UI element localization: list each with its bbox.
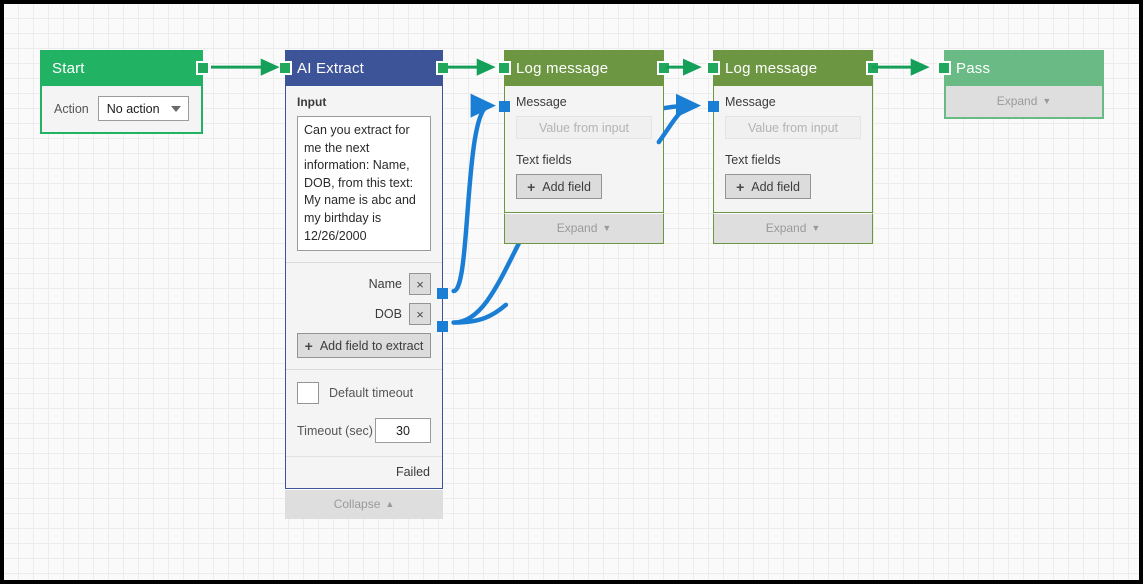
port-log1-out[interactable] — [657, 61, 671, 75]
node-log-message-1[interactable]: Log message Message Value from input Tex… — [497, 50, 671, 244]
log1-message-label: Message — [516, 95, 567, 109]
port-ai-extract-out-dob[interactable] — [437, 321, 448, 332]
node-start-title: Start — [52, 59, 85, 77]
ai-input-section: Input Can you extract for me the next in… — [286, 86, 442, 264]
ai-fields-section: Name × DOB × + Add field to extract — [286, 263, 442, 371]
log1-message-input[interactable]: Value from input — [516, 116, 652, 139]
node-pass-header: Pass — [944, 50, 1104, 86]
ai-field-row-name: Name × — [286, 269, 442, 299]
log2-expand-label: Expand — [765, 221, 807, 235]
node-log-message-2-body: Message Value from input Text fields + A… — [713, 86, 873, 213]
ai-input-label: Input — [297, 95, 327, 109]
plus-icon: + — [736, 178, 745, 195]
log2-text-fields-label: Text fields — [725, 153, 781, 167]
log2-message-label: Message — [725, 95, 776, 109]
port-ai-extract-in[interactable] — [278, 61, 292, 75]
chevron-down-icon: ▼ — [811, 223, 821, 233]
port-pass-in[interactable] — [937, 61, 951, 75]
node-ai-extract-header: AI Extract — [285, 50, 443, 86]
node-ai-extract-title: AI Extract — [297, 59, 365, 77]
node-ai-extract-body: Input Can you extract for me the next in… — [285, 86, 443, 490]
ai-input-textarea[interactable]: Can you extract for me the next informat… — [297, 116, 431, 252]
node-log-message-1-body: Message Value from input Text fields + A… — [504, 86, 664, 213]
ai-failed-output-row: Failed — [286, 456, 442, 488]
default-timeout-checkbox[interactable] — [297, 382, 319, 405]
port-ai-extract-out[interactable] — [436, 61, 450, 75]
add-field-to-extract-button[interactable]: + Add field to extract — [297, 333, 431, 359]
add-field-to-extract-label: Add field to extract — [319, 338, 424, 353]
node-start[interactable]: Start Action No action — [40, 50, 210, 134]
node-ai-extract[interactable]: AI Extract Input Can you extract for me … — [278, 50, 450, 520]
port-start-out[interactable] — [196, 61, 210, 75]
port-ai-extract-out-name[interactable] — [437, 288, 448, 299]
pass-expand-button[interactable]: Expand ▼ — [946, 86, 1102, 117]
plus-icon: + — [304, 337, 313, 354]
node-start-header: Start — [40, 50, 203, 86]
ai-field-label-name: Name — [368, 277, 402, 292]
ai-extract-collapse-button[interactable]: Collapse ▲ — [285, 489, 443, 520]
ai-timeout-row: Timeout (sec) 30 — [286, 416, 442, 456]
log1-add-field-button[interactable]: + Add field — [516, 174, 602, 199]
ai-default-timeout-row: Default timeout — [286, 370, 442, 416]
ai-extract-collapse-label: Collapse — [333, 497, 381, 512]
chevron-down-icon: ▼ — [1042, 96, 1052, 106]
node-log-message-2-title: Log message — [725, 59, 818, 77]
log1-text-fields-label: Text fields — [516, 153, 572, 167]
chevron-down-icon: ▼ — [602, 223, 612, 233]
ai-add-field-wrap: + Add field to extract — [286, 329, 442, 371]
port-log2-out[interactable] — [866, 61, 880, 75]
log2-expand-button[interactable]: Expand ▼ — [713, 213, 873, 244]
node-log-message-2[interactable]: Log message Message Value from input Tex… — [706, 50, 880, 244]
port-log2-in[interactable] — [706, 61, 720, 75]
log2-add-field-label: Add field — [751, 179, 800, 194]
port-log2-in-message[interactable] — [708, 101, 719, 112]
start-action-label: Action — [54, 101, 89, 116]
node-pass-body: Expand ▼ — [944, 86, 1104, 119]
chevron-up-icon: ▲ — [385, 499, 395, 510]
node-log-message-1-title: Log message — [516, 59, 609, 77]
port-log1-in-message[interactable] — [499, 101, 510, 112]
node-pass-title: Pass — [956, 59, 991, 77]
timeout-label: Timeout (sec) — [297, 423, 373, 438]
chevron-down-icon — [171, 105, 181, 112]
port-log1-in[interactable] — [497, 61, 511, 75]
log1-expand-button[interactable]: Expand ▼ — [504, 213, 664, 244]
plus-icon: + — [527, 178, 536, 195]
start-action-select[interactable]: No action — [97, 96, 189, 121]
node-start-body: Action No action — [40, 86, 203, 134]
ai-field-row-dob: DOB × — [286, 299, 442, 329]
close-icon[interactable]: × — [409, 303, 431, 326]
log1-add-field-label: Add field — [542, 179, 591, 194]
ai-field-label-dob: DOB — [374, 307, 402, 322]
node-log-message-2-header: Log message — [713, 50, 873, 86]
default-timeout-label: Default timeout — [329, 386, 414, 401]
node-log-message-1-header: Log message — [504, 50, 664, 86]
start-action-value: No action — [106, 101, 160, 116]
close-icon[interactable]: × — [409, 273, 431, 296]
node-pass[interactable]: Pass Expand ▼ — [937, 50, 1104, 119]
log2-add-field-button[interactable]: + Add field — [725, 174, 811, 199]
log2-message-input[interactable]: Value from input — [725, 116, 861, 139]
pass-expand-label: Expand — [996, 94, 1038, 108]
log1-expand-label: Expand — [556, 221, 598, 235]
timeout-input[interactable]: 30 — [375, 418, 431, 444]
